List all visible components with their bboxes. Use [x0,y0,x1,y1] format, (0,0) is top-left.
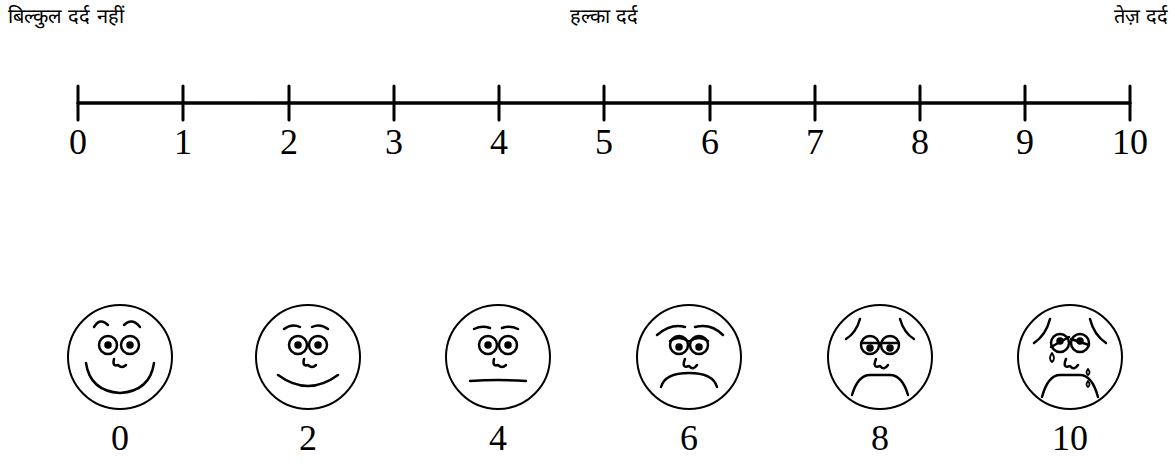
face-score: 0 [111,420,129,456]
scale-heading: हल्का दर्द [570,6,638,26]
scale-number: 9 [1016,124,1034,160]
face-score: 2 [299,420,317,456]
face-score: 8 [871,420,889,456]
face-0 [68,305,172,409]
scale-number: 0 [69,124,87,160]
scale-number: 3 [385,124,403,160]
scale-heading: तेज़ दर्द [1114,6,1168,26]
face-score: 4 [489,420,507,456]
scale-number: 1 [174,124,192,160]
face-6 [637,305,741,409]
scale-number: 4 [490,124,508,160]
scale-number: 6 [701,124,719,160]
face-4 [446,305,550,409]
face-score: 6 [680,420,698,456]
scale-heading: बिल्कुल दर्द नहीं [8,6,124,26]
scale-number: 2 [280,124,298,160]
face-8 [828,305,932,409]
scale-number: 7 [806,124,824,160]
face-score: 10 [1052,420,1088,456]
scale-number: 10 [1112,124,1148,160]
scale-line [78,86,1130,120]
scale-number: 8 [911,124,929,160]
scale-number: 5 [595,124,613,160]
face-2 [256,305,360,409]
face-10 [1018,305,1122,409]
